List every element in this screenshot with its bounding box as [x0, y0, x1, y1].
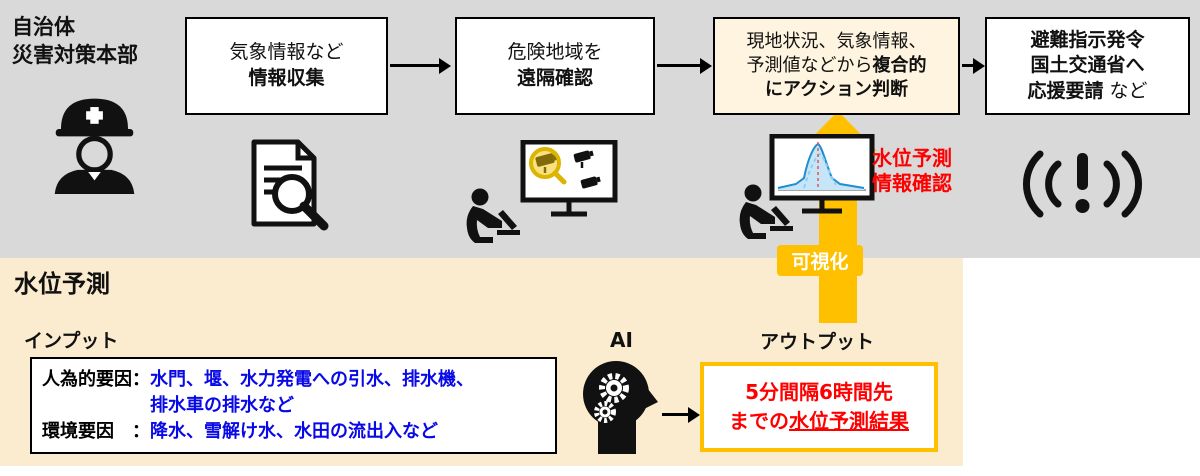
factor-human-value-line1: 水門、堰、水力発電への引水、排水機、 [150, 369, 474, 390]
water-level-chart-monitor-icon [739, 134, 875, 239]
gear-icon [599, 373, 629, 403]
flow-step-remote-check: 危険地域を 遠隔確認 [455, 17, 655, 115]
alert-icon [1023, 150, 1142, 218]
output-line2-prefix: までの [729, 409, 789, 433]
factor-environment-label: 環境要因 ： [42, 421, 150, 443]
flow-arrow-1 [390, 57, 451, 74]
step1-line1: 気象情報など [229, 41, 344, 64]
org-line2: 災害対策本部 [12, 43, 138, 68]
flow-step-evacuation-order: 避難指示発令 国土交通省へ 応援要請など [985, 17, 1190, 115]
visualization-badge: 可視化 [777, 245, 863, 276]
output-line2-underlined: 水位予測結果 [789, 409, 909, 433]
flow-arrow-3 [962, 57, 985, 74]
step3-line1: 現地状況、気象情報、 [746, 30, 927, 52]
document-search-icon [251, 139, 329, 231]
water-level-note: 水位予測 情報確認 [872, 146, 952, 196]
output-line1: 5分間隔6時間先 [745, 380, 893, 404]
note-line2: 情報確認 [872, 171, 952, 195]
step2-line2: 遠隔確認 [516, 67, 593, 89]
org-label: 自治体 災害対策本部 [12, 13, 138, 70]
highlight-magnifier-icon [529, 147, 567, 185]
output-result-box: 5分間隔6時間先 までの水位予測結果 [700, 362, 938, 452]
flow-step-collect-info: 気象情報など 情報収集 [185, 17, 388, 115]
ai-head-icon [583, 361, 658, 454]
output-arrow [662, 406, 700, 423]
flow-step-action-decision: 現地状況、気象情報、 予測値などから複合的 にアクション判断 [713, 17, 960, 115]
output-line2: までの水位予測結果 [729, 407, 909, 436]
person-laptop-icon [739, 184, 793, 239]
visualization-arrow [799, 111, 877, 323]
person-laptop-icon [466, 188, 520, 243]
step4-line3a: 応援要請 [1027, 79, 1104, 102]
step1-line2: 情報収集 [248, 67, 325, 89]
prediction-title: 水位予測 [14, 270, 110, 298]
step2-line1: 危険地域を [507, 41, 603, 64]
flow-arrow-2 [657, 57, 712, 74]
factor-environment-row: 環境要因 ： 降水、雪解け水、水田の流出入など [42, 419, 545, 445]
step3-line2: 予測値などから複合的 [747, 54, 927, 78]
factor-human-row: 人為的要因： 水門、堰、水力発電への引水、排水機、 排水車の排水など [42, 367, 545, 419]
worker-icon [54, 98, 135, 194]
step3-line3: にアクション判断 [764, 79, 909, 101]
step3-line2a: 予測値などから [746, 54, 873, 76]
water-level-chart [777, 142, 866, 191]
step4-line3: 応援要請など [1027, 79, 1147, 105]
ai-label: AI [610, 328, 633, 352]
step4-line1: 避難指示発令 [1030, 28, 1145, 51]
step4-line3b: など [1109, 79, 1148, 102]
factor-human-label: 人為的要因： [42, 369, 150, 390]
factor-human-value-line2: 排水車の排水など [150, 395, 294, 417]
org-line1: 自治体 [12, 15, 75, 39]
gear-icon [594, 401, 616, 423]
remote-monitoring-icon [466, 140, 618, 243]
factor-environment-value: 降水、雪解け水、水田の流出入など [150, 421, 438, 443]
note-line1: 水位予測 [872, 146, 952, 170]
step3-line2b: 複合的 [872, 54, 927, 76]
output-label: アウトプット [760, 331, 875, 353]
step4-line2: 国土交通省へ [1030, 54, 1145, 77]
input-factors-box: 人為的要因： 水門、堰、水力発電への引水、排水機、 排水車の排水など 環境要因 … [30, 357, 557, 454]
factor-human-value: 水門、堰、水力発電への引水、排水機、 排水車の排水など [150, 367, 474, 419]
input-label: インプット [24, 330, 119, 352]
